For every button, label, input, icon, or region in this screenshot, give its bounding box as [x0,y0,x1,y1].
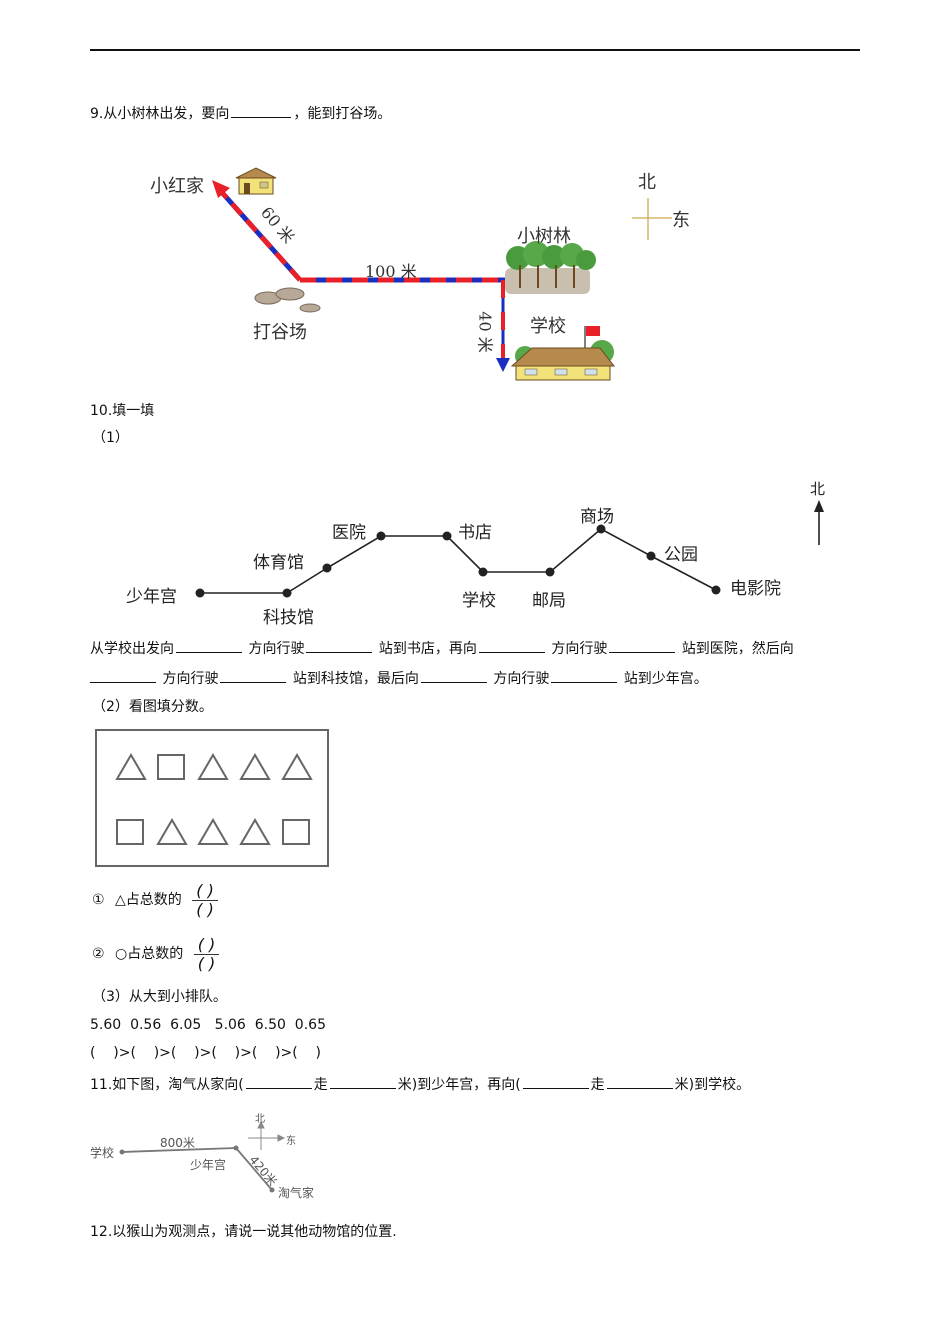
answer-blank[interactable] [231,103,292,118]
label-school: 学校 [530,316,566,337]
north-label: 北 [810,480,826,498]
triangle-icon [239,818,271,845]
rocks-icon [254,287,321,313]
answer-blank[interactable] [609,638,676,653]
fraction-blank[interactable]: ( )( ) [193,935,220,973]
label-grove: 小树林 [517,226,571,247]
house-icon [235,167,277,195]
stop-bookstore: 书店 [458,523,492,543]
arrow-down-icon [496,358,510,372]
stop-cinema: 电影院 [730,579,781,599]
square-icon [157,754,185,780]
label-800m: 800米 [160,1136,195,1150]
part-1-line-1: 从学校出发向 方向行驶 站到书店，再向 方向行驶 站到医院，然后向 [90,638,794,659]
question-11: 11.如下图，淘气从家向(走米)到少年宫，再向(走米)到学校。 [90,1074,750,1095]
label-xiaohong-home: 小红家 [150,176,204,197]
triangle-icon [197,818,229,845]
part-1-line-2: 方向行驶 站到科技馆，最后向 方向行驶 站到少年宫。 [90,668,708,689]
triangle-icon [281,753,313,780]
question-9: 9.从小树林出发，要向，能到打谷场。 [90,103,391,124]
triangle-icon [197,753,229,780]
fraction-blank[interactable]: ( )( ) [192,881,218,919]
compass-icon [248,1120,286,1150]
question-number: 10. [90,403,113,419]
question-number: 12. [90,1224,113,1240]
label-100m: 100 米 [365,262,417,281]
stop-youth-palace: 少年宫 [126,587,177,607]
compass-east: 东 [672,210,690,231]
fraction-item-2: ② ○占总数的 ( )( ) [92,934,220,974]
north-arrow-icon [814,500,824,545]
question-number: 9. [90,106,104,122]
question-number: 11. [90,1077,113,1093]
label-threshing-ground: 打谷场 [253,322,307,343]
ordering-answer[interactable]: ( )>( )>( )>( )>( )>( ) [90,1045,321,1061]
header-rule [90,49,860,51]
stop-dots [195,524,721,598]
label-taoqi-home: 淘气家 [278,1186,315,1200]
bus-route-map: 少年宫 科技馆 体育馆 医院 书店 学校 邮局 商场 公园 电影院 北 [90,470,850,630]
route-map [212,167,672,381]
answer-blank[interactable] [90,668,156,683]
triangle-icon [115,753,147,780]
answer-blank[interactable] [306,638,373,653]
triangle-icon [156,818,188,845]
question-10-title: 10.填一填 [90,403,155,419]
label-40m: 40 米 [475,311,495,353]
answer-blank[interactable] [551,668,618,683]
part-2-label: （2）看图填分数。 [92,699,213,715]
part-3-label: （3）从大到小排队。 [92,989,227,1005]
q11-route-figure: 学校 800米 少年宫 420米 淘气家 北 东 [88,1108,338,1203]
answer-blank[interactable] [329,1074,396,1089]
square-icon [116,819,144,845]
answer-blank[interactable] [220,668,287,683]
stop-gym: 体育馆 [253,553,304,573]
decimal-numbers: 5.60 0.56 6.05 5.06 6.50 0.65 [90,1017,326,1033]
stop-school: 学校 [462,591,496,611]
shapes-box [95,729,329,867]
stop-park: 公园 [664,545,698,565]
answer-blank[interactable] [606,1074,673,1089]
part-1-label: （1） [92,430,129,446]
triangle-icon [239,753,271,780]
stop-hospital: 医院 [332,523,366,543]
school-icon [510,326,616,381]
answer-blank[interactable] [420,668,487,683]
question-12: 12.以猴山为观测点，请说一说其他动物馆的位置. [90,1224,397,1240]
square-icon [282,819,310,845]
compass-icon [632,198,672,240]
stop-science-museum: 科技馆 [263,608,314,628]
label-school: 学校 [90,1146,115,1160]
arrow-head-icon [212,180,230,198]
answer-blank[interactable] [245,1074,312,1089]
compass-east: 东 [286,1136,296,1147]
answer-blank[interactable] [522,1074,589,1089]
answer-blank[interactable] [176,638,242,653]
stop-mall: 商场 [580,507,614,527]
label-youth-palace: 少年宫 [190,1158,227,1172]
q9-route-figure: 小红家 60 米 100 米 打谷场 小树林 40 米 学校 北 东 [140,160,700,385]
compass-north: 北 [638,172,656,193]
stop-post-office: 邮局 [532,591,566,611]
answer-blank[interactable] [478,638,545,653]
fraction-item-1: ① △占总数的 ( )( ) [92,880,218,920]
compass-north: 北 [255,1114,265,1125]
trees-icon [505,241,596,294]
